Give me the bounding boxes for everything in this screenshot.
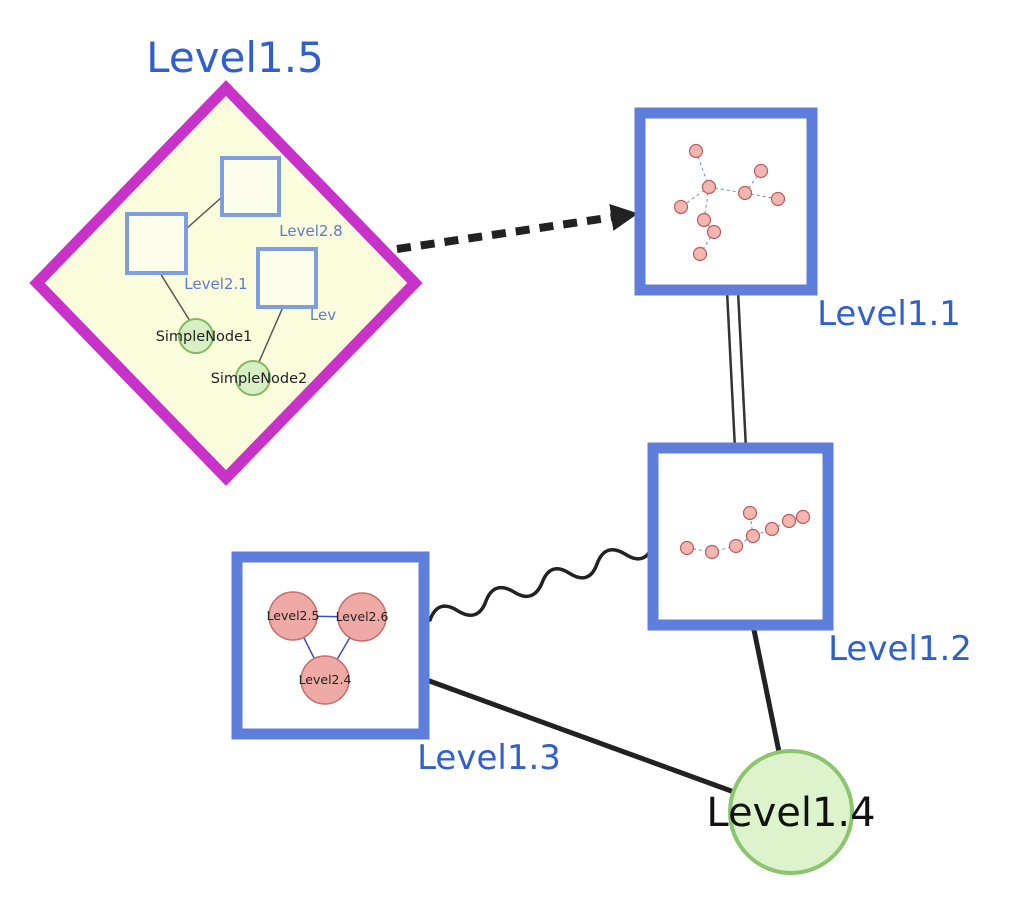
level11-inner-graph bbox=[673, 143, 786, 262]
node-level25-label: Level2.5 bbox=[267, 608, 320, 623]
mini-node[interactable] bbox=[728, 538, 744, 554]
node-level11[interactable] bbox=[634, 107, 818, 296]
node-level24-label: Level2.4 bbox=[299, 672, 352, 687]
mini-node[interactable] bbox=[764, 521, 780, 537]
node-level15[interactable] bbox=[29, 80, 423, 486]
node-level26[interactable] bbox=[337, 592, 387, 642]
edge-level11-to-level12[interactable] bbox=[725, 290, 748, 450]
mini-node[interactable] bbox=[770, 191, 786, 207]
mini-node[interactable] bbox=[696, 212, 712, 228]
level13-inner-graph: Level2.5 Level2.6 Level2.4 bbox=[267, 591, 389, 705]
node-lev[interactable] bbox=[256, 247, 318, 309]
node-lev-label: Lev bbox=[310, 306, 336, 324]
node-level12-group: Level1.2 bbox=[647, 442, 972, 669]
node-level13-group: Level2.5 Level2.6 Level2.4 Level1.3 bbox=[231, 551, 561, 778]
node-level24[interactable] bbox=[300, 655, 350, 705]
node-simplenode1[interactable] bbox=[178, 318, 214, 354]
edge-double-line-2[interactable] bbox=[736, 290, 748, 450]
edge-level12-to-level13[interactable] bbox=[428, 543, 655, 622]
mini-node[interactable] bbox=[795, 509, 811, 525]
mini-node[interactable] bbox=[745, 528, 761, 544]
node-level28[interactable] bbox=[220, 156, 281, 217]
node-level14-group: Level1.4 bbox=[706, 749, 876, 875]
node-level15-label: Level1.5 bbox=[146, 33, 324, 82]
edge-lev-to-simplenode2[interactable] bbox=[258, 306, 284, 363]
edge-level15-to-level11[interactable] bbox=[396, 203, 639, 253]
node-simplenode1-label: SimpleNode1 bbox=[156, 329, 253, 345]
node-level11-label: Level1.1 bbox=[817, 294, 961, 334]
node-level12-label: Level1.2 bbox=[828, 629, 972, 669]
mini-node[interactable] bbox=[706, 224, 722, 240]
mini-node[interactable] bbox=[704, 544, 720, 560]
edge-level13-to-level14[interactable] bbox=[421, 676, 737, 795]
mini-node[interactable] bbox=[673, 199, 689, 215]
node-level21-label: Level2.1 bbox=[184, 275, 247, 293]
node-level12[interactable] bbox=[647, 442, 834, 631]
node-level13-label: Level1.3 bbox=[417, 738, 561, 778]
mini-node[interactable] bbox=[781, 513, 797, 529]
node-level26-label: Level2.6 bbox=[336, 609, 389, 624]
mini-node[interactable] bbox=[692, 246, 708, 262]
mini-node[interactable] bbox=[679, 540, 695, 556]
node-level15-group: Level1.5 Level2.8 Level2.1 Lev SimpleNod… bbox=[29, 33, 423, 486]
node-level13[interactable] bbox=[231, 551, 430, 740]
edge-double-line-1[interactable] bbox=[725, 290, 737, 450]
edge-level21-to-level28[interactable] bbox=[185, 196, 223, 230]
mini-node[interactable] bbox=[688, 143, 704, 159]
top-level-edges bbox=[396, 203, 782, 795]
mini-node[interactable] bbox=[742, 505, 758, 521]
edge-level12-to-level14[interactable] bbox=[750, 622, 782, 755]
node-level25[interactable] bbox=[268, 591, 318, 641]
level11-mini-edges[interactable] bbox=[680, 150, 779, 255]
node-level14[interactable] bbox=[728, 749, 854, 875]
edge-level21-to-simplenode1[interactable] bbox=[159, 272, 191, 322]
mini-node[interactable] bbox=[701, 179, 717, 195]
node-level11-group: Level1.1 bbox=[634, 107, 961, 334]
mini-node[interactable] bbox=[737, 185, 753, 201]
mini-node[interactable] bbox=[753, 163, 769, 179]
level12-inner-graph bbox=[679, 505, 811, 560]
node-level14-label: Level1.4 bbox=[706, 790, 875, 836]
node-level21[interactable] bbox=[125, 212, 188, 275]
node-simplenode2[interactable] bbox=[235, 360, 271, 396]
node-level28-label: Level2.8 bbox=[279, 222, 342, 240]
node-simplenode2-label: SimpleNode2 bbox=[211, 371, 308, 387]
